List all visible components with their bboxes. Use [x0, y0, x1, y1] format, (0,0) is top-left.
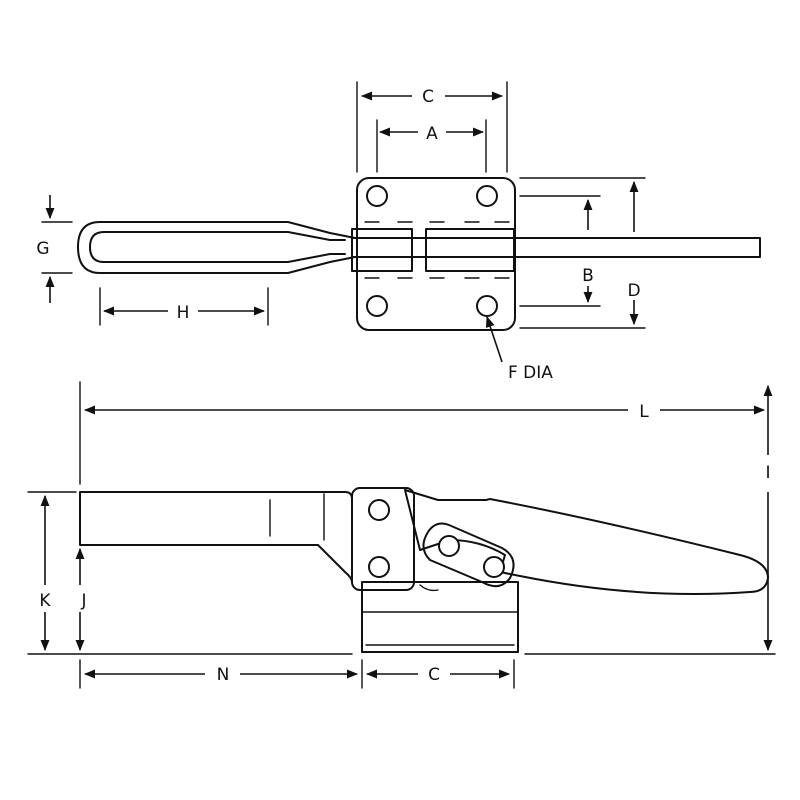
side-view: [79, 487, 769, 653]
clamp-arm: [79, 491, 353, 583]
mounting-hole: [366, 185, 388, 207]
label-k: K: [39, 591, 51, 611]
label-f-dia: F DIA: [508, 363, 553, 383]
label-l: L: [639, 402, 649, 422]
label-i: I: [765, 463, 770, 483]
label-c-top: C: [422, 87, 434, 107]
toggle-link: [422, 522, 515, 588]
pivot-plate: [351, 487, 415, 591]
mounting-hole: [366, 295, 388, 317]
label-n: N: [217, 665, 230, 685]
label-h: H: [177, 303, 190, 323]
label-j: J: [80, 591, 86, 611]
label-b: B: [582, 266, 594, 286]
mounting-hole: [476, 295, 498, 317]
top-view: [77, 177, 761, 331]
label-g: G: [36, 239, 49, 259]
label-d: D: [627, 281, 640, 301]
handle-loop: [77, 221, 356, 274]
labels: C A B D G H F DIA L I K J N C: [36, 87, 770, 685]
guide-block-left: [351, 228, 413, 272]
mounting-hole: [476, 185, 498, 207]
label-c-bottom: C: [428, 665, 440, 685]
plunger-rod: [351, 237, 761, 258]
handle-lever: [404, 489, 769, 595]
dimensions: [27, 81, 776, 689]
guide-block-right: [425, 228, 515, 272]
label-a: A: [426, 124, 438, 144]
base: [361, 581, 519, 653]
